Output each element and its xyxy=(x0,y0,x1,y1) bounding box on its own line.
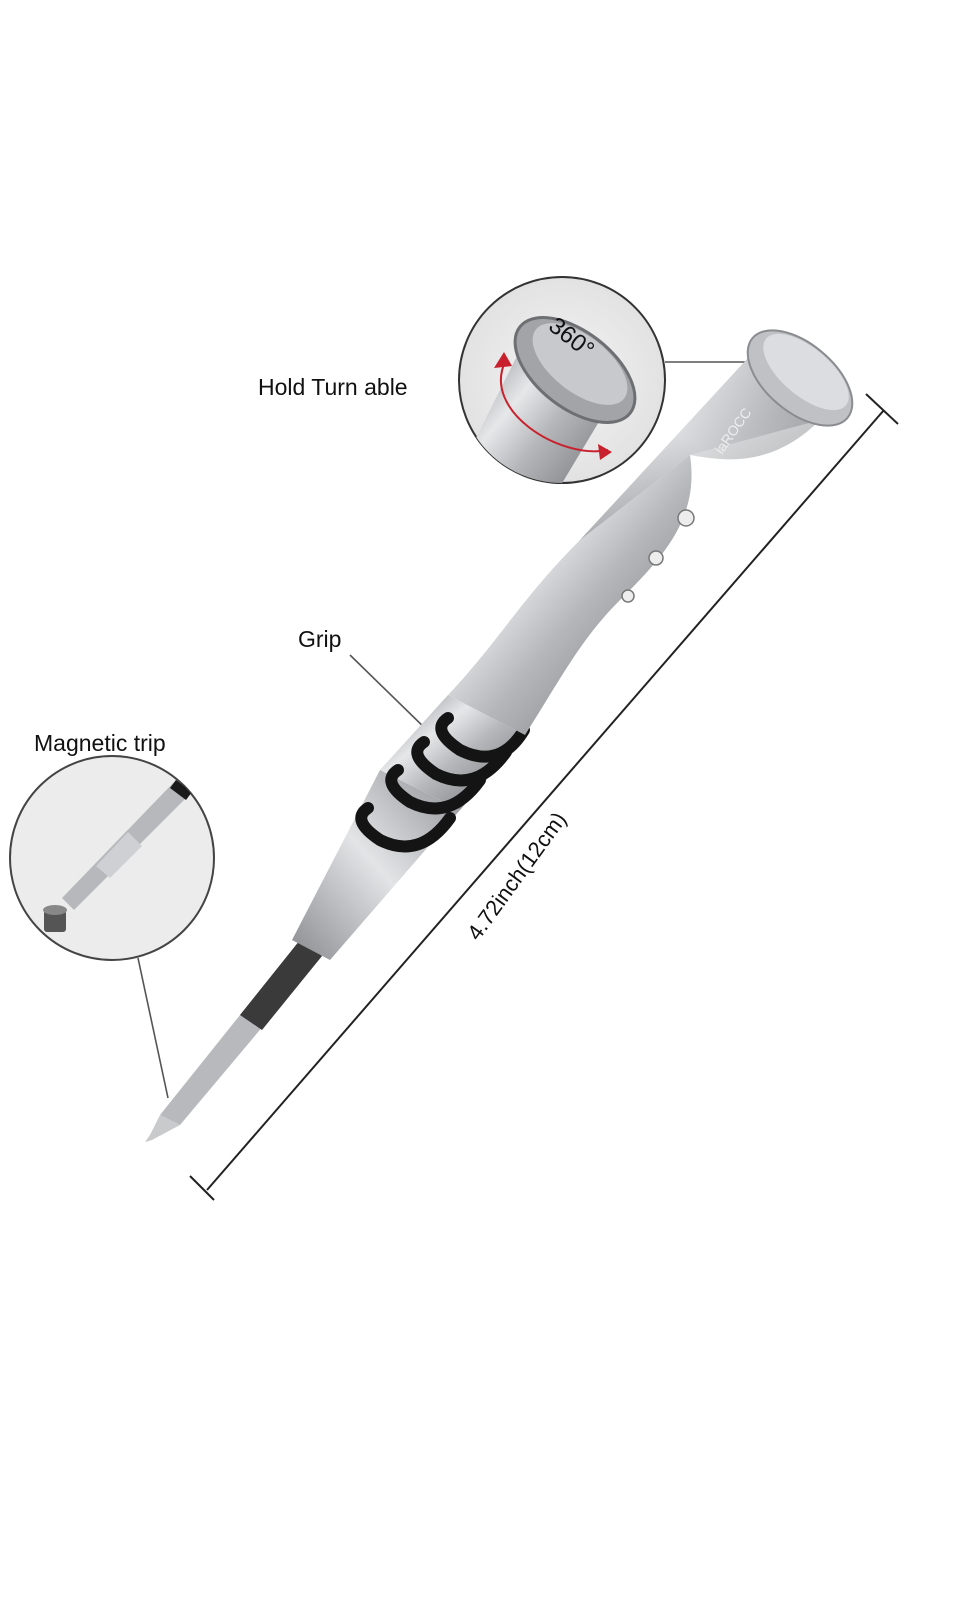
callout-grip: Grip xyxy=(298,626,342,652)
screwdriver xyxy=(145,329,854,1142)
leader-lines xyxy=(137,361,752,1099)
dimension-line xyxy=(189,393,899,1201)
inset-magnetic-tip xyxy=(9,755,215,961)
callout-hold-turnable: Hold Turn able xyxy=(258,374,408,400)
callout-magnetic-tip: Magnetic trip xyxy=(34,730,166,756)
